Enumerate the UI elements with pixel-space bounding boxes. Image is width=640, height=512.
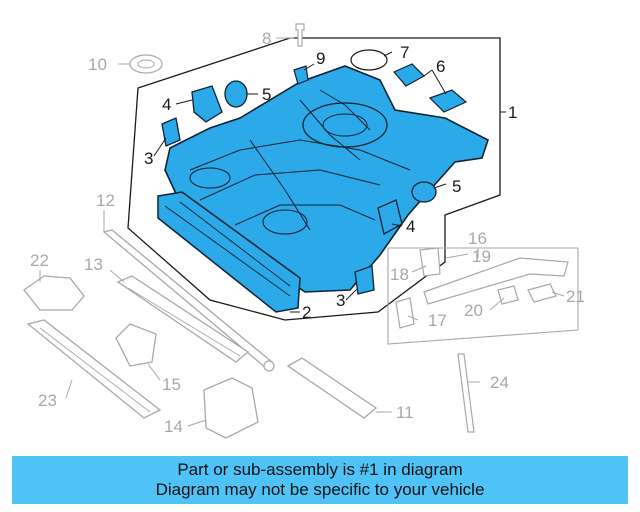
bracket-part-3-right[interactable] (354, 265, 375, 295)
callout-14: 14 (164, 417, 183, 436)
bolt-part-8[interactable] (295, 23, 305, 47)
parts-diagram: 1 2 3 3 4 4 5 5 6 7 9 8 10 11 12 13 14 1… (23, 23, 585, 439)
callout-8: 8 (262, 29, 271, 48)
floor-hole-center (262, 209, 308, 235)
bracket-part-4-left[interactable] (191, 85, 223, 123)
rail-part-11[interactable] (286, 357, 378, 419)
callout-24: 24 (490, 373, 509, 392)
bracket-part-14[interactable] (203, 377, 259, 439)
callout-3-left: 3 (144, 149, 153, 168)
bracket-part-3-left[interactable] (161, 117, 181, 147)
bracket-part-21[interactable] (527, 283, 557, 303)
assembly-16-boundary (387, 247, 579, 345)
callout-16: 16 (468, 229, 487, 248)
callout-9: 9 (316, 49, 325, 68)
spare-tire-well-inner (322, 113, 368, 137)
floor-pan-ribs (189, 89, 411, 231)
callout-13: 13 (84, 255, 103, 274)
rail-part-23-detail (39, 327, 151, 413)
rail-part-12-end (263, 360, 275, 372)
assembly-1-boundary (127, 37, 501, 321)
rail-part-19[interactable] (423, 257, 569, 305)
rod-part-24[interactable] (457, 353, 475, 433)
bracket-part-4-right[interactable] (377, 199, 403, 235)
callout-4-right: 4 (406, 217, 415, 236)
callout-20: 20 (464, 301, 483, 320)
pad-part-6-a[interactable] (393, 63, 425, 87)
bracket-part-17[interactable] (395, 297, 415, 329)
leader-lines-dark (153, 51, 506, 313)
bracket-part-22[interactable] (23, 275, 85, 311)
callout-18: 18 (390, 265, 409, 284)
leader-lines-gray (39, 37, 565, 427)
callout-17: 17 (428, 311, 447, 330)
callout-2: 2 (302, 303, 311, 322)
callout-19: 19 (472, 247, 491, 266)
callout-5-top: 5 (262, 85, 271, 104)
callout-21: 21 (566, 287, 585, 306)
bracket-part-15[interactable] (115, 323, 157, 367)
callout-12: 12 (96, 191, 115, 210)
bracket-part-20[interactable] (497, 285, 519, 305)
banner-line-1: Part or sub-assembly is #1 in diagram (177, 460, 463, 479)
floor-hole-left (189, 167, 231, 189)
callout-15: 15 (162, 375, 181, 394)
plug-part-10-inner (137, 59, 155, 69)
clip-part-9[interactable] (293, 65, 309, 85)
pad-part-6-b[interactable] (428, 89, 468, 113)
callout-1: 1 (508, 103, 517, 122)
cap-part-5-right[interactable] (411, 181, 437, 203)
plug-part-7[interactable] (350, 49, 388, 71)
crossmember-ribs (164, 201, 291, 297)
spare-tire-well (302, 102, 388, 148)
callout-5-right: 5 (452, 177, 461, 196)
callout-23: 23 (38, 391, 57, 410)
callout-4-left: 4 (162, 95, 171, 114)
banner-line-2: Diagram may not be specific to your vehi… (155, 480, 485, 499)
callout-22: 22 (30, 251, 49, 270)
callout-3-right: 3 (336, 291, 345, 310)
callout-10: 10 (88, 55, 107, 74)
callout-11: 11 (396, 403, 414, 422)
callout-7: 7 (400, 43, 409, 62)
cap-part-5-top[interactable] (224, 80, 248, 108)
plug-part-10[interactable] (129, 54, 163, 74)
rail-part-13[interactable] (116, 275, 250, 363)
rail-part-13-detail (127, 287, 241, 357)
info-banner: Part or sub-assembly is #1 in diagram Di… (12, 456, 628, 504)
bracket-part-18[interactable] (419, 247, 441, 277)
callout-6: 6 (436, 57, 445, 76)
